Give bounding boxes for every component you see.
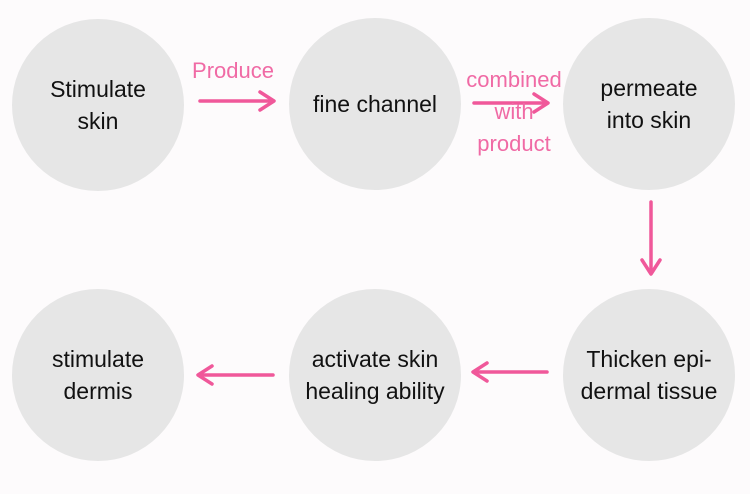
node-label-line: Stimulate bbox=[50, 76, 146, 102]
node-stimulate-dermis: stimulate dermis bbox=[12, 289, 184, 461]
right-arrow-icon bbox=[198, 90, 276, 112]
node-label-line: activate skin bbox=[311, 346, 439, 372]
node-fine-channel: fine channel bbox=[289, 18, 461, 190]
label-line: product bbox=[477, 131, 551, 156]
node-label-line: permeate bbox=[600, 75, 698, 101]
down-arrow-icon bbox=[640, 200, 662, 276]
node-permeate-into-skin: permeate into skin bbox=[563, 18, 735, 190]
node-label-line: stimulate bbox=[51, 346, 145, 372]
node-thicken-epidermal-tissue: Thicken epi- dermal tissue bbox=[563, 289, 735, 461]
node-label-line: skin bbox=[77, 108, 119, 134]
node-label-line: Thicken epi- bbox=[586, 346, 712, 372]
combined-with-product-label: combined with product bbox=[452, 64, 576, 160]
left-arrow-icon bbox=[471, 361, 549, 383]
right-arrow-icon bbox=[472, 92, 550, 114]
node-label-line: fine channel bbox=[312, 91, 438, 117]
node-label-line: healing ability bbox=[305, 378, 445, 404]
left-arrow-icon bbox=[196, 364, 275, 386]
node-stimulate-skin: Stimulate skin bbox=[12, 19, 184, 191]
label-line: with bbox=[494, 99, 534, 124]
node-label-line: dermis bbox=[63, 378, 133, 404]
node-activate-skin-healing: activate skin healing ability bbox=[289, 289, 461, 461]
node-label-line: into skin bbox=[606, 107, 692, 133]
produce-label: Produce bbox=[192, 58, 274, 83]
label-line: combined bbox=[466, 67, 562, 92]
node-label-line: dermal tissue bbox=[580, 378, 718, 404]
